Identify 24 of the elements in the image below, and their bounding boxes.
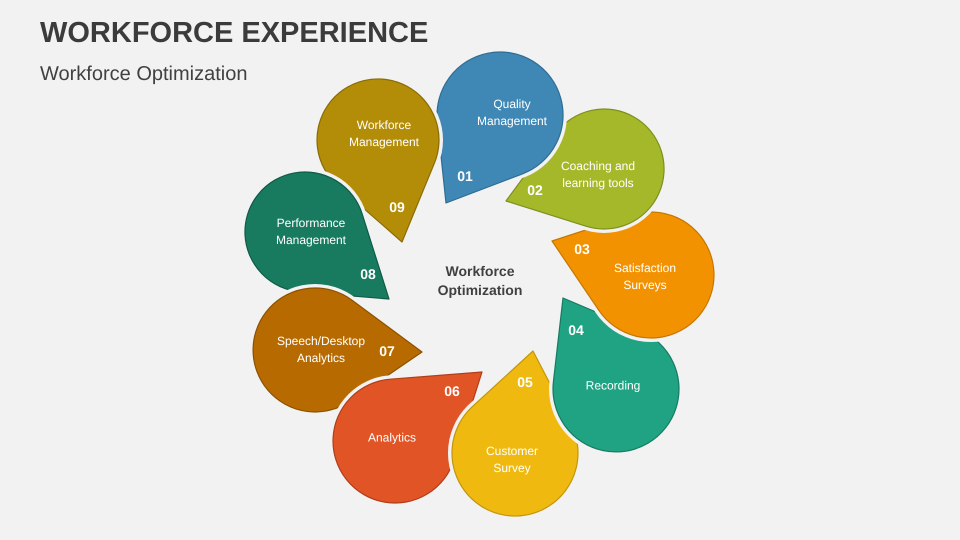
step-number: 09 [389,199,405,215]
slide-subtitle: Workforce Optimization [40,62,248,86]
petal-label: Performance Management [274,215,348,249]
petal-label: Speech/Desktop Analytics [276,333,366,367]
step-number: 08 [360,266,376,282]
teardrop-petal [549,209,717,341]
center-label: Workforce Optimization [436,262,524,300]
step-number: 01 [457,168,473,184]
petal-label: Coaching and learning tools [560,158,636,192]
petal-label: Satisfaction Surveys [612,260,678,294]
step-number: 06 [444,383,460,399]
step-number: 03 [574,241,590,257]
step-number: 05 [517,374,533,390]
petal-label: Customer Survey [484,443,539,477]
step-number: 04 [568,322,584,338]
step-number: 07 [379,343,395,359]
teardrop-petal [330,369,485,506]
petal-label: Quality Management [476,96,548,130]
teardrop-petal [550,295,682,455]
petal-label: Workforce Management [348,117,420,151]
petal-label: Analytics [368,430,416,446]
petal-label: Recording [586,378,640,394]
slide-title: WORKFORCE EXPERIENCE [40,16,428,50]
step-number: 02 [527,182,543,198]
